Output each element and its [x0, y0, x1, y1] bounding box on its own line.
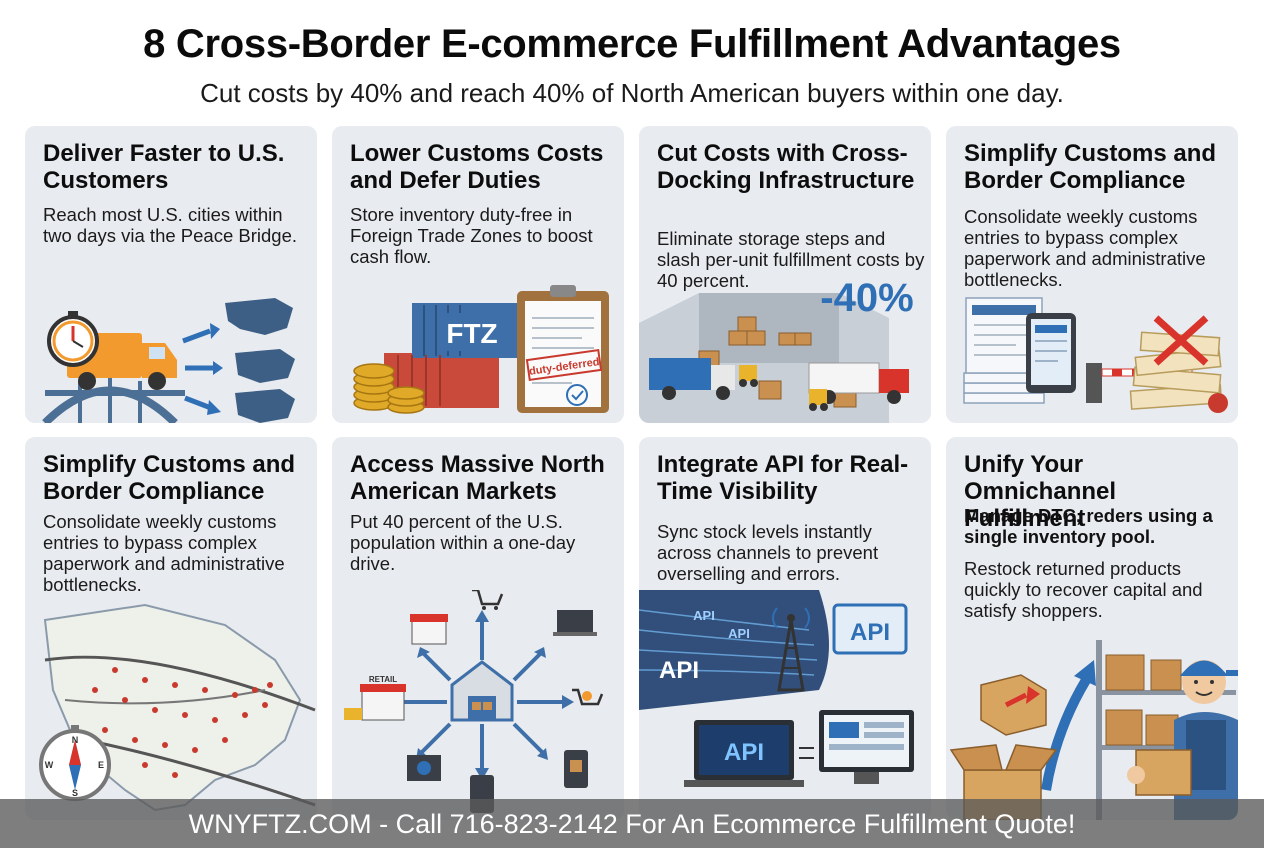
card-omnichannel: Unify Your Omnichannel Fulfillment Manag…	[946, 437, 1238, 820]
card-title: Simplify Customs and Border Compliance	[43, 451, 296, 505]
api-laptop-label: API	[724, 739, 764, 766]
card-title: Unify Your Omnichannel Fulfillment	[964, 451, 1117, 532]
card-cross-docking: Cut Costs with Cross-Docking Infrastruct…	[639, 126, 931, 423]
card-body: Consolidate weekly customs entries to by…	[43, 511, 285, 595]
api-network-illustration: API API API API API	[639, 590, 914, 787]
compass-n: N	[72, 735, 79, 745]
card-body: Reach most U.S. cities within two days v…	[43, 204, 298, 246]
api-label-small: API	[693, 608, 715, 623]
card-subtitle: Manage DTC, reders using a single invent…	[964, 505, 1213, 547]
api-label-small-2: API	[728, 626, 750, 641]
api-window-label: API	[850, 619, 890, 646]
card-body: Restock returned products quickly to rec…	[964, 558, 1203, 621]
savings-label: -40%	[820, 276, 913, 320]
card-title: Access Massive North American Markets	[350, 451, 605, 505]
card-title: Simplify Customs and Border Compliance	[964, 140, 1217, 194]
card-north-american-markets: Access Massive North American Markets Pu…	[332, 437, 624, 820]
card-api-visibility: Integrate API for Real-Time Visibility S…	[639, 437, 931, 820]
card-customs-costs: Lower Customs Costs and Defer Duties Sto…	[332, 126, 624, 423]
card-body: Eliminate storage steps and slash per-un…	[657, 228, 925, 291]
card-customs-compliance-map: Simplify Customs and Border Compliance C…	[25, 437, 317, 820]
footer-cta-text: WNYFTZ.COM - Call 716-823-2142 For An Ec…	[188, 809, 1076, 839]
api-label-main: API	[659, 657, 699, 684]
card-body: Sync stock levels instantly across chann…	[657, 521, 879, 584]
footer-banner: WNYFTZ.COM - Call 716-823-2142 For An Ec…	[0, 799, 1264, 848]
distribution-hub-illustration: RETAIL	[344, 590, 604, 813]
compass-e: E	[98, 760, 104, 770]
card-title: Lower Customs Costs and Defer Duties	[350, 140, 604, 194]
card-body: Store inventory duty-free in Foreign Tra…	[350, 204, 593, 267]
compass-w: W	[45, 760, 54, 770]
card-body: Consolidate weekly customs entries to by…	[964, 206, 1206, 290]
card-title: Cut Costs with Cross-Docking Infrastruct…	[657, 140, 915, 194]
card-title: Deliver Faster to U.S. Customers	[43, 140, 285, 194]
north-america-map-illustration: N S E W	[39, 603, 316, 812]
card-customs-compliance: Simplify Customs and Border Compliance C…	[946, 126, 1238, 423]
retail-label: RETAIL	[369, 675, 397, 684]
page-subtitle: Cut costs by 40% and reach 40% of North …	[200, 78, 1064, 108]
compass-s: S	[72, 788, 78, 798]
ftz-label: FTZ	[446, 318, 497, 349]
ftz-containers-illustration: FTZ duty-deferred	[353, 285, 609, 414]
paperwork-border-illustration	[963, 297, 1228, 413]
card-body: Put 40 percent of the U.S. population wi…	[350, 511, 576, 574]
warehouse-dock-illustration: -40%	[639, 276, 914, 423]
card-deliver-faster: Deliver Faster to U.S. Customers Reach m…	[25, 126, 317, 423]
page-title: 8 Cross-Border E-commerce Fulfillment Ad…	[143, 22, 1121, 66]
returns-worker-illustration	[949, 640, 1238, 820]
card-title: Integrate API for Real-Time Visibility	[657, 451, 909, 505]
delivery-truck-illustration	[42, 298, 295, 423]
